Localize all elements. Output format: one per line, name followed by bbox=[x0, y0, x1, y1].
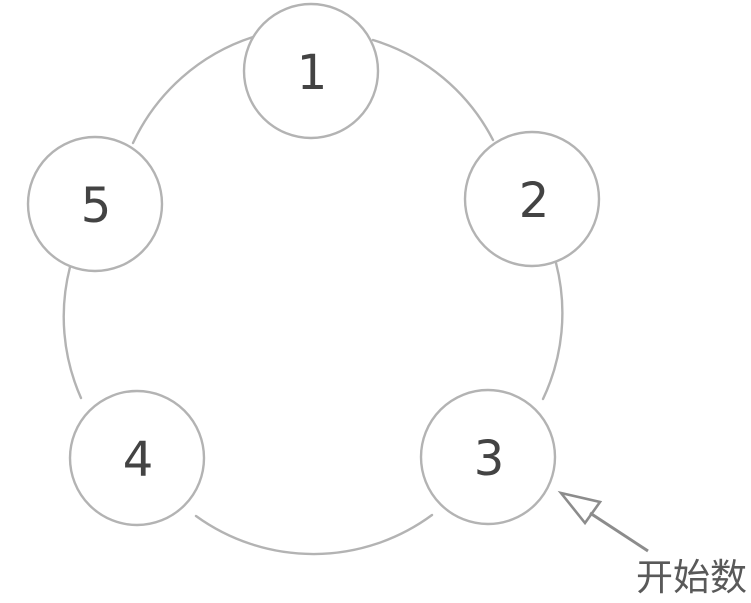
connection-3-to-4 bbox=[194, 513, 434, 556]
node-5-label: 5 bbox=[81, 178, 112, 234]
node-2-label: 2 bbox=[519, 173, 550, 229]
ring-nodes: 1 2 3 4 5 bbox=[26, 2, 601, 527]
node-3-circle[interactable] bbox=[419, 388, 557, 526]
start-annotation bbox=[557, 490, 649, 553]
node-4-circle[interactable] bbox=[68, 389, 206, 527]
node-1[interactable]: 1 bbox=[242, 2, 380, 140]
annotation-label: 开始数 bbox=[636, 556, 747, 599]
node-5-circle[interactable] bbox=[26, 135, 164, 273]
connection-4-to-5 bbox=[62, 265, 83, 400]
node-3-label: 3 bbox=[474, 431, 505, 487]
connection-2-to-3 bbox=[541, 261, 564, 401]
node-3[interactable]: 3 bbox=[419, 388, 557, 526]
node-4-label: 4 bbox=[123, 432, 154, 488]
node-2[interactable]: 2 bbox=[463, 130, 601, 268]
node-1-label: 1 bbox=[297, 45, 328, 101]
annotation-arrow-head-icon bbox=[557, 490, 603, 526]
connection-5-to-1 bbox=[131, 35, 255, 145]
node-2-circle[interactable] bbox=[463, 130, 601, 268]
node-4[interactable]: 4 bbox=[68, 389, 206, 527]
annotation-arrow-shaft bbox=[589, 511, 649, 553]
node-1-circle[interactable] bbox=[242, 2, 380, 140]
node-5[interactable]: 5 bbox=[26, 135, 164, 273]
connection-1-to-2 bbox=[371, 38, 495, 142]
ring-connections bbox=[62, 35, 564, 556]
